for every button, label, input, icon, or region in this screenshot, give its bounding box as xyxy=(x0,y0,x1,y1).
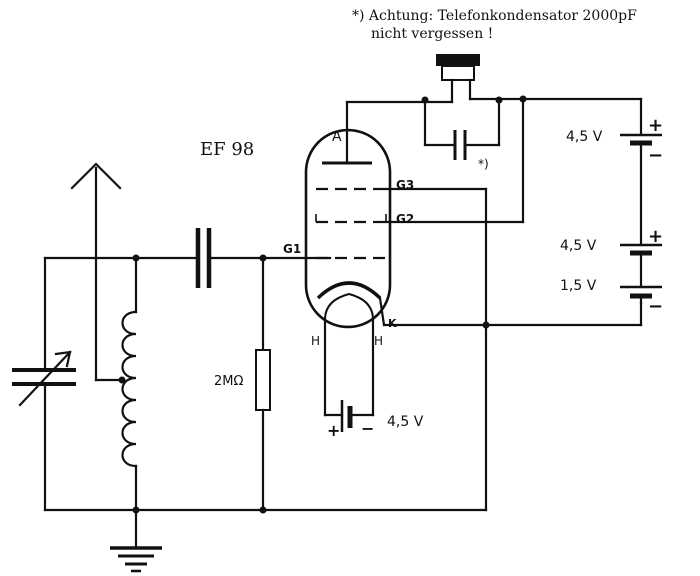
tube-envelope xyxy=(304,128,392,329)
grid2-label: G2 xyxy=(396,212,414,226)
heater-battery-label: 4,5 V xyxy=(387,414,424,430)
anode-battery-middle xyxy=(620,243,662,289)
plus-icon: + xyxy=(648,115,663,136)
antenna-symbol xyxy=(70,162,124,382)
plus-icon: + xyxy=(327,421,340,440)
tube-type-label: EF 98 xyxy=(200,139,254,160)
grid-resistor xyxy=(255,256,271,512)
cathode-label: K xyxy=(388,317,397,330)
headphone-jack-icon xyxy=(436,54,480,104)
tube-electrodes xyxy=(315,100,387,417)
junction-dot xyxy=(519,95,527,103)
coupling-capacitor xyxy=(195,228,212,288)
plus-icon: + xyxy=(648,226,663,247)
tank-coil xyxy=(118,256,138,512)
battery-top-label: 4,5 V xyxy=(566,129,603,145)
ground-icon xyxy=(110,508,162,573)
anode-battery-bottom xyxy=(620,285,662,305)
capacitor-mark: *) xyxy=(478,157,489,171)
heater-right-label: H xyxy=(374,334,383,348)
heater-left-label: H xyxy=(311,334,320,348)
anode-battery-top xyxy=(620,97,662,247)
battery-bottom-label: 1,5 V xyxy=(560,278,597,294)
grid1-label: G1 xyxy=(283,242,301,256)
anode-label: A xyxy=(332,129,342,145)
note-line-2: nicht vergessen ! xyxy=(371,26,493,42)
junction-dot xyxy=(259,506,267,514)
minus-icon: − xyxy=(648,145,663,166)
tuning-capacitor xyxy=(12,256,76,512)
minus-icon: − xyxy=(361,419,374,438)
junction-dot xyxy=(132,254,140,262)
minus-icon: − xyxy=(648,296,663,317)
battery-middle-label: 4,5 V xyxy=(560,238,597,254)
heater-battery xyxy=(323,400,375,432)
resistor-label: 2MΩ xyxy=(214,374,243,389)
note-line-1: *) Achtung: Telefonkondensator 2000pF xyxy=(352,8,637,24)
phone-capacitor xyxy=(423,98,501,160)
